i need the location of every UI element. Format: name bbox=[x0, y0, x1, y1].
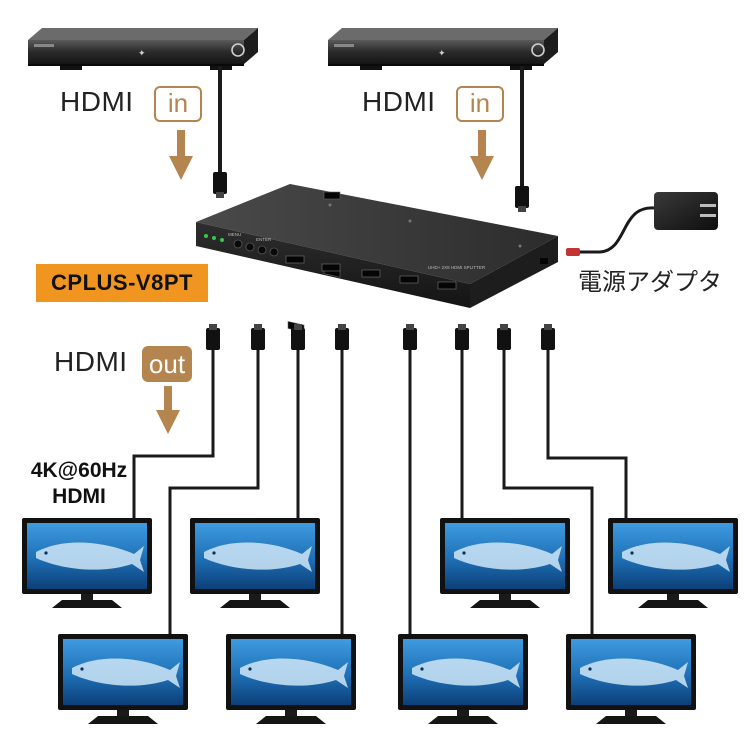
splitter-label-enter: ENTER bbox=[256, 237, 272, 242]
shark-image-icon bbox=[454, 542, 562, 572]
display-stand bbox=[256, 716, 326, 724]
source-player-2: ✦ bbox=[328, 28, 558, 70]
shark-image-icon bbox=[204, 542, 312, 572]
display-5 bbox=[58, 634, 188, 724]
display-4 bbox=[608, 518, 738, 608]
display-3 bbox=[440, 518, 570, 608]
power-button-icon bbox=[531, 43, 545, 57]
displays-group bbox=[22, 518, 738, 724]
source-1-hdmi-label: HDMI bbox=[60, 86, 134, 117]
display-stand bbox=[596, 716, 666, 724]
display-1 bbox=[22, 518, 152, 608]
display-stand bbox=[52, 600, 122, 608]
output-spec-interface: HDMI bbox=[52, 485, 106, 508]
output-hdmi-label: HDMI bbox=[54, 346, 128, 377]
power-adapter-label: 電源アダプタ bbox=[578, 268, 722, 296]
splitter-product-line: UHD+ 2X8 HDMI SPLITTER bbox=[428, 265, 486, 270]
output-plugs bbox=[206, 328, 555, 350]
source-2-hdmi-label: HDMI bbox=[362, 86, 436, 117]
display-8 bbox=[566, 634, 696, 724]
input-cable-2 bbox=[515, 66, 529, 212]
splitter-ports bbox=[285, 255, 457, 290]
source-2-in-badge: in bbox=[456, 86, 504, 122]
bluray-logo-icon: ✦ bbox=[138, 48, 146, 58]
shark-image-icon bbox=[240, 658, 348, 688]
shark-image-icon bbox=[412, 658, 520, 688]
display-stand bbox=[470, 600, 540, 608]
input-arrow-2 bbox=[470, 130, 494, 180]
shark-image-icon bbox=[622, 542, 730, 572]
splitter-label-menu: MENU bbox=[228, 232, 241, 237]
source-1-in-badge: in bbox=[154, 86, 202, 122]
input-arrow-1 bbox=[169, 130, 193, 180]
model-badge: CPLUS-V8PT bbox=[36, 264, 208, 302]
splitter-device: MENU ENTER UHD+ 2X8 HDMI SPLITTER bbox=[196, 184, 558, 333]
power-adapter-icon bbox=[566, 192, 718, 256]
bluray-logo-icon: ✦ bbox=[438, 48, 446, 58]
shark-image-icon bbox=[36, 542, 144, 572]
output-cables bbox=[132, 350, 628, 636]
output-spec-resolution: 4K@60Hz bbox=[30, 459, 128, 482]
display-7 bbox=[398, 634, 528, 724]
output-out-badge: out bbox=[142, 346, 192, 382]
display-stand bbox=[428, 716, 498, 724]
power-button-icon bbox=[231, 43, 245, 57]
output-spec: 4K@60Hz HDMI bbox=[20, 458, 138, 510]
input-cable-1 bbox=[213, 66, 227, 198]
source-player-1: ✦ bbox=[28, 28, 258, 70]
output-arrow bbox=[156, 386, 180, 434]
display-stand bbox=[638, 600, 708, 608]
shark-image-icon bbox=[72, 658, 180, 688]
display-stand bbox=[220, 600, 290, 608]
output-plug-tips bbox=[209, 324, 552, 330]
display-stand bbox=[88, 716, 158, 724]
display-2 bbox=[190, 518, 320, 608]
display-6 bbox=[226, 634, 356, 724]
shark-image-icon bbox=[580, 658, 688, 688]
